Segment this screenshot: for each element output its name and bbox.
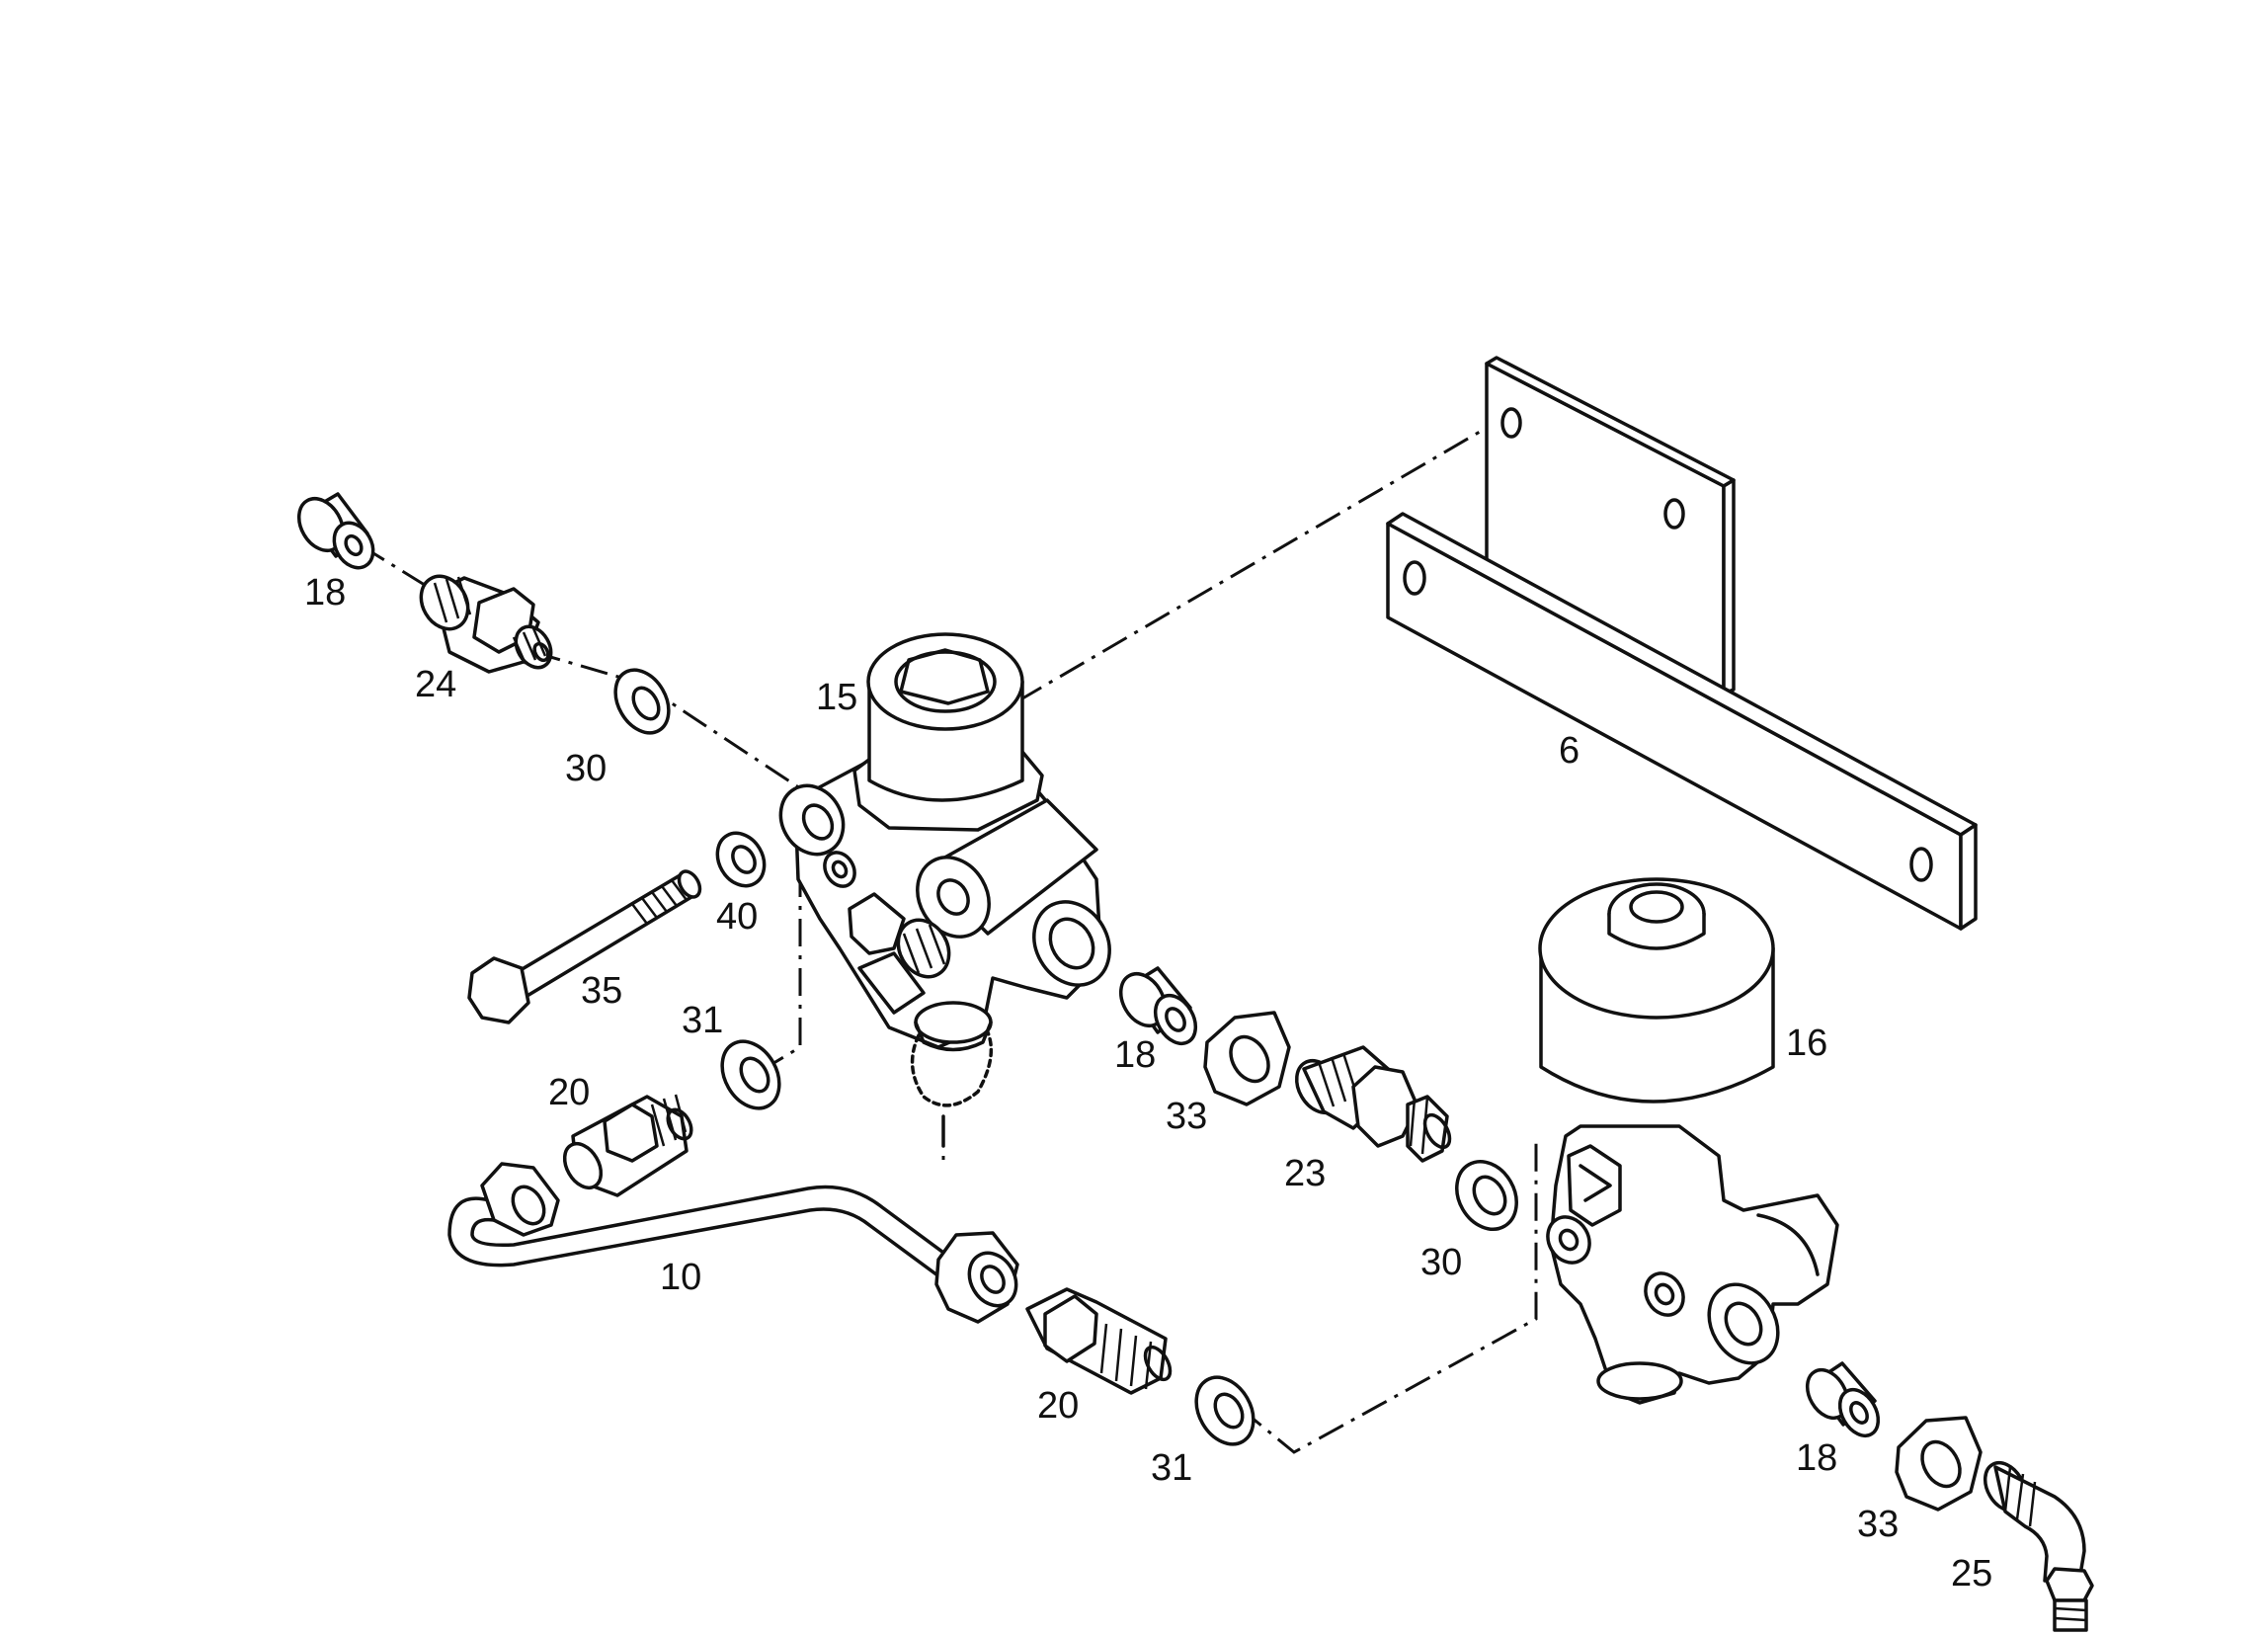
label-24: 24: [415, 664, 456, 705]
filter-part-16: [1538, 877, 1839, 1405]
label-23: 23: [1284, 1153, 1326, 1194]
union-part-20-left: [562, 1094, 693, 1197]
label-6: 6: [1559, 730, 1580, 772]
cap-part-18-middle: [1118, 966, 1198, 1045]
cap-part-18-top: [296, 492, 375, 570]
label-20-bottom: 20: [1037, 1385, 1079, 1427]
label-20-left: 20: [548, 1072, 590, 1113]
washer-part-40: [715, 831, 767, 888]
nut-part-33-bottom: [1895, 1416, 1983, 1512]
label-18-top: 18: [304, 572, 346, 614]
washer-part-30-right: [1455, 1160, 1518, 1231]
label-33-middle: 33: [1166, 1096, 1207, 1137]
bracket-part-6: [1386, 356, 1978, 931]
pipe-part-10: [447, 1162, 1019, 1324]
washer-part-30-top: [613, 668, 671, 735]
elbow-part-25: [1983, 1461, 2094, 1632]
label-25: 25: [1951, 1553, 1992, 1595]
label-33-bottom: 33: [1857, 1504, 1899, 1545]
label-10: 10: [660, 1257, 701, 1298]
part-labels: 18 24 30 15 6 40 35 31 20 18 33 16 23 30…: [304, 572, 1992, 1595]
fitting-part-24: [419, 574, 553, 674]
label-31-bottom: 31: [1151, 1447, 1192, 1489]
bolt-part-35: [467, 869, 702, 1024]
label-16: 16: [1786, 1022, 1827, 1064]
label-30-right: 30: [1420, 1242, 1462, 1283]
washer-part-31-left: [720, 1039, 781, 1110]
label-18-bottom: 18: [1796, 1437, 1837, 1479]
washer-part-31-bottom: [1194, 1375, 1256, 1446]
label-35: 35: [581, 970, 622, 1012]
cap-part-18-bottom: [1805, 1361, 1881, 1438]
nut-part-33-middle: [1203, 1011, 1291, 1106]
label-18-middle: 18: [1114, 1034, 1156, 1076]
union-part-20-bottom: [1025, 1287, 1173, 1395]
valve-part-15: [778, 632, 1111, 1148]
label-30-top: 30: [565, 748, 607, 789]
label-40: 40: [716, 896, 758, 938]
fitting-part-23: [1294, 1045, 1452, 1163]
label-15: 15: [816, 677, 857, 718]
label-31-left: 31: [682, 1000, 723, 1041]
